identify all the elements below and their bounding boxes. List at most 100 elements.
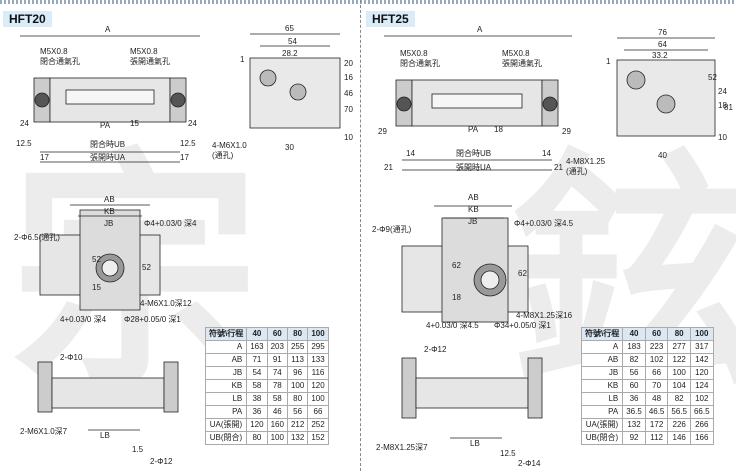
table-header: 100 [689,327,714,341]
side-d1: 1.5 [132,445,144,454]
table-header: 80 [286,327,309,341]
table-cell: 122 [667,353,691,367]
table-cell: 120 [307,379,329,393]
table-cell: A [204,340,248,354]
table-cell: KB [580,379,624,393]
dim-21: 21 [384,163,393,172]
table-cell: 96 [286,366,309,380]
table-header: 80 [667,327,691,341]
table-cell: JB [580,366,624,380]
tap-spec: 4-M8X1.25深16 [516,311,573,320]
table-cell: 100 [286,379,309,393]
dim-ua: 張開時UA [90,153,126,162]
hole-spec: 4-M6X1.0 [212,141,247,150]
table-cell: 104 [667,379,691,393]
table-cell: 78 [266,379,288,393]
table-cell: 48 [644,392,669,406]
dim-24b: 24 [188,119,197,128]
table-cell: 66.5 [689,405,714,419]
table-cell: 56 [622,366,646,380]
dim-15-mid: 15 [92,283,101,292]
table-cell: KB [204,379,248,393]
table-header-row: 符號\行程 40 60 80 100 [580,327,714,341]
dim-18-mid: 18 [452,293,461,302]
dim-52b: 52 [142,263,151,272]
table-cell: 70 [644,379,669,393]
table-cell: 58 [266,392,288,406]
table-cell: UA(張開) [204,418,248,432]
table-cell: 36.5 [622,405,646,419]
dim-h10: 10 [344,133,353,142]
table-cell: A [580,340,624,354]
dim-lb: LB [470,439,480,448]
table-cell: 223 [644,340,669,354]
table-cell: PA [580,405,624,419]
dim-pa: PA [100,121,111,130]
tap-spec: 4-M6X1.0深12 [140,299,192,308]
table-cell: 36 [246,405,268,419]
dim-kb: KB [104,207,115,216]
dim-15: 15 [130,119,139,128]
table-header: 100 [307,327,329,341]
table-cell: AB [204,353,248,367]
table-header: 40 [246,327,268,341]
dim-h70: 70 [344,105,353,114]
dim-17b: 17 [180,153,189,162]
pin2-spec: 4+0.03/0 深4 [60,315,107,324]
dim-21b: 21 [554,163,563,172]
hole-note: (通孔) [566,166,588,176]
dim-14: 14 [406,149,415,158]
table-header: 符號\行程 [580,327,624,341]
dim-29b: 29 [562,127,571,136]
dim-76: 76 [658,28,667,37]
table-cell: JB [204,366,248,380]
table-cell: 54 [246,366,268,380]
table-cell: UB(閉合) [204,431,248,445]
table-cell: 266 [689,418,714,432]
port-right-note: 張開通氣孔 [130,56,170,66]
dim-h18: 18 [718,101,727,110]
dim-29: 29 [378,127,387,136]
dim-40: 40 [658,151,667,160]
dim-pa: PA [468,125,479,134]
table-cell: 163 [246,340,268,354]
port-left-note: 閉合通氣孔 [40,56,80,66]
pin-spec: 2-Φ9(通孔) [372,224,412,234]
table-cell: 132 [286,431,309,445]
port-right-note: 張開通氣孔 [502,58,542,68]
dim-h1: 1 [606,57,611,66]
boss-spec: Φ28+0.05/0 深1 [124,315,181,324]
dim-h10: 10 [718,133,727,142]
table-cell: UB(閉合) [580,431,624,445]
boss-spec: Φ34+0.05/0 深1 [494,321,551,330]
dim-30: 30 [285,143,294,152]
dim-62: 62 [452,261,461,270]
dim-kb: KB [468,205,479,214]
table-cell: 133 [307,353,329,367]
table-cell: 166 [689,431,714,445]
hft20-panel: 宗 HFT20 [0,0,360,471]
table-cell: 255 [286,340,309,354]
table-header: 40 [622,327,646,341]
table-cell: 132 [622,418,646,432]
dim-12-5b: 12.5 [180,139,196,148]
hft25-title: HFT25 [366,11,415,27]
port-left-note: 閉合通氣孔 [400,58,440,68]
dim-33-2: 33.2 [652,51,668,60]
port-left: M5X0.8 [40,47,68,56]
table-cell: 203 [266,340,288,354]
table-cell: 295 [307,340,329,354]
table-cell: UA(張開) [580,418,624,432]
table-cell: 146 [667,431,691,445]
table-cell: 38 [246,392,268,406]
dim-64: 64 [658,40,667,49]
